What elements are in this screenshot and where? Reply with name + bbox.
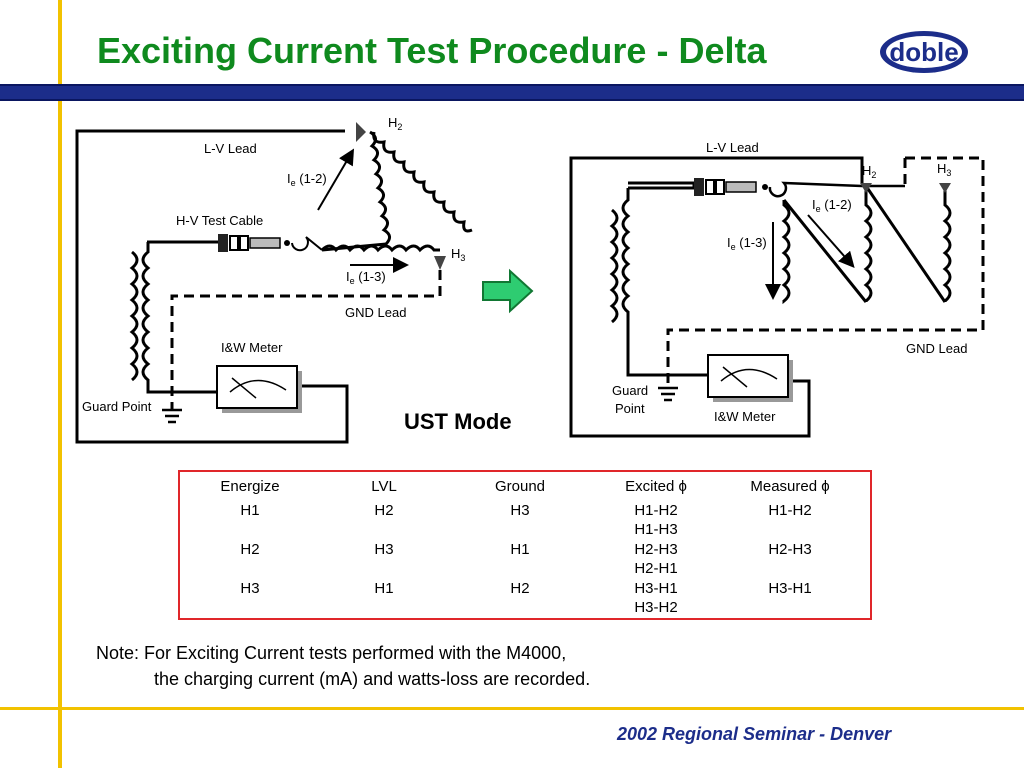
table-cell: H3-H1 <box>634 580 678 597</box>
accent-vertical-line <box>58 0 62 768</box>
table-cell: H3 <box>374 541 394 558</box>
table-cell: H2-H1 <box>634 560 678 577</box>
test-table: Energize LVL Ground Excited ϕ Measured ϕ… <box>178 470 872 620</box>
right-lv-winding <box>609 188 708 377</box>
note: Note: For Exciting Current tests perform… <box>96 640 590 692</box>
right-gnd-lead-label: GND Lead <box>906 341 967 356</box>
table-cell: H3-H1 <box>768 580 812 597</box>
right-lv-lead-label: L-V Lead <box>706 140 759 155</box>
table-header: Energize <box>220 478 280 495</box>
table-cell: H3-H2 <box>634 599 678 616</box>
left-gnd-lead-label: GND Lead <box>345 305 406 320</box>
table-header: Excited ϕ <box>625 478 687 495</box>
table-cell: H2 <box>510 580 530 597</box>
right-diagram: L-V Lead GND Lead H2 H3 Ie (1-2) Ie (1-3… <box>569 140 985 438</box>
transition-arrow <box>482 268 534 314</box>
table-cell: H2-H3 <box>768 541 812 558</box>
svg-text:Ie (1-3): Ie (1-3) <box>346 269 386 286</box>
table-cell: H1 <box>240 502 260 519</box>
table-cell: H1-H3 <box>634 521 678 538</box>
right-hv-windings <box>781 185 952 305</box>
note-line-1: Note: For Exciting Current tests perform… <box>96 643 567 663</box>
table-cell: H1-H2 <box>634 502 678 519</box>
table-cell: H3 <box>240 580 260 597</box>
delta-winding <box>320 130 473 253</box>
table-cell: H2-H3 <box>634 541 678 558</box>
left-lv-winding <box>129 242 178 394</box>
svg-text:H3: H3 <box>937 161 951 178</box>
lv-lead-wire <box>75 129 349 444</box>
svg-text:Ie (1-3): Ie (1-3) <box>727 235 767 252</box>
left-diagram: H2 H3 Ie (1-2) Ie (1-3) L-V Lead H-V Tes… <box>75 115 473 444</box>
footer-divider <box>0 707 1024 710</box>
right-iw-meter-label: I&W Meter <box>714 409 776 424</box>
svg-text:H3: H3 <box>451 246 465 263</box>
table-header: Measured ϕ <box>750 478 830 495</box>
table-cell: H1 <box>374 580 394 597</box>
left-iw-meter-label: I&W Meter <box>221 340 283 355</box>
title-bar <box>0 84 1024 101</box>
left-lv-lead-label: L-V Lead <box>204 141 257 156</box>
note-line-2: the charging current (mA) and watts-loss… <box>154 669 591 689</box>
slide-title: Exciting Current Test Procedure - Delta <box>97 30 767 71</box>
table-cell: H2 <box>240 541 260 558</box>
right-point-label: Point <box>615 401 645 416</box>
left-guard-point-label: Guard Point <box>82 399 152 414</box>
svg-text:H2: H2 <box>388 115 402 132</box>
table-cell: H3 <box>510 502 530 519</box>
svg-text:H2: H2 <box>862 163 876 180</box>
svg-text:Ie (1-2): Ie (1-2) <box>812 197 852 214</box>
right-iw-meter <box>707 354 789 398</box>
left-iw-meter <box>216 365 298 409</box>
logo-text: doble <box>889 37 958 67</box>
right-guard-label: Guard <box>612 383 648 398</box>
table-cell: H1 <box>510 541 530 558</box>
ust-mode-label: UST Mode <box>404 409 512 434</box>
table-header: LVL <box>371 478 397 495</box>
hv-test-cable-label: H-V Test Cable <box>176 213 263 228</box>
table-header: Ground <box>494 478 546 495</box>
doble-logo: doble <box>880 31 968 73</box>
table-cell: H1-H2 <box>768 502 812 519</box>
footer-text: 2002 Regional Seminar - Denver <box>617 724 892 744</box>
svg-text:Ie (1-2): Ie (1-2) <box>287 171 327 188</box>
table-cell: H2 <box>374 502 394 519</box>
